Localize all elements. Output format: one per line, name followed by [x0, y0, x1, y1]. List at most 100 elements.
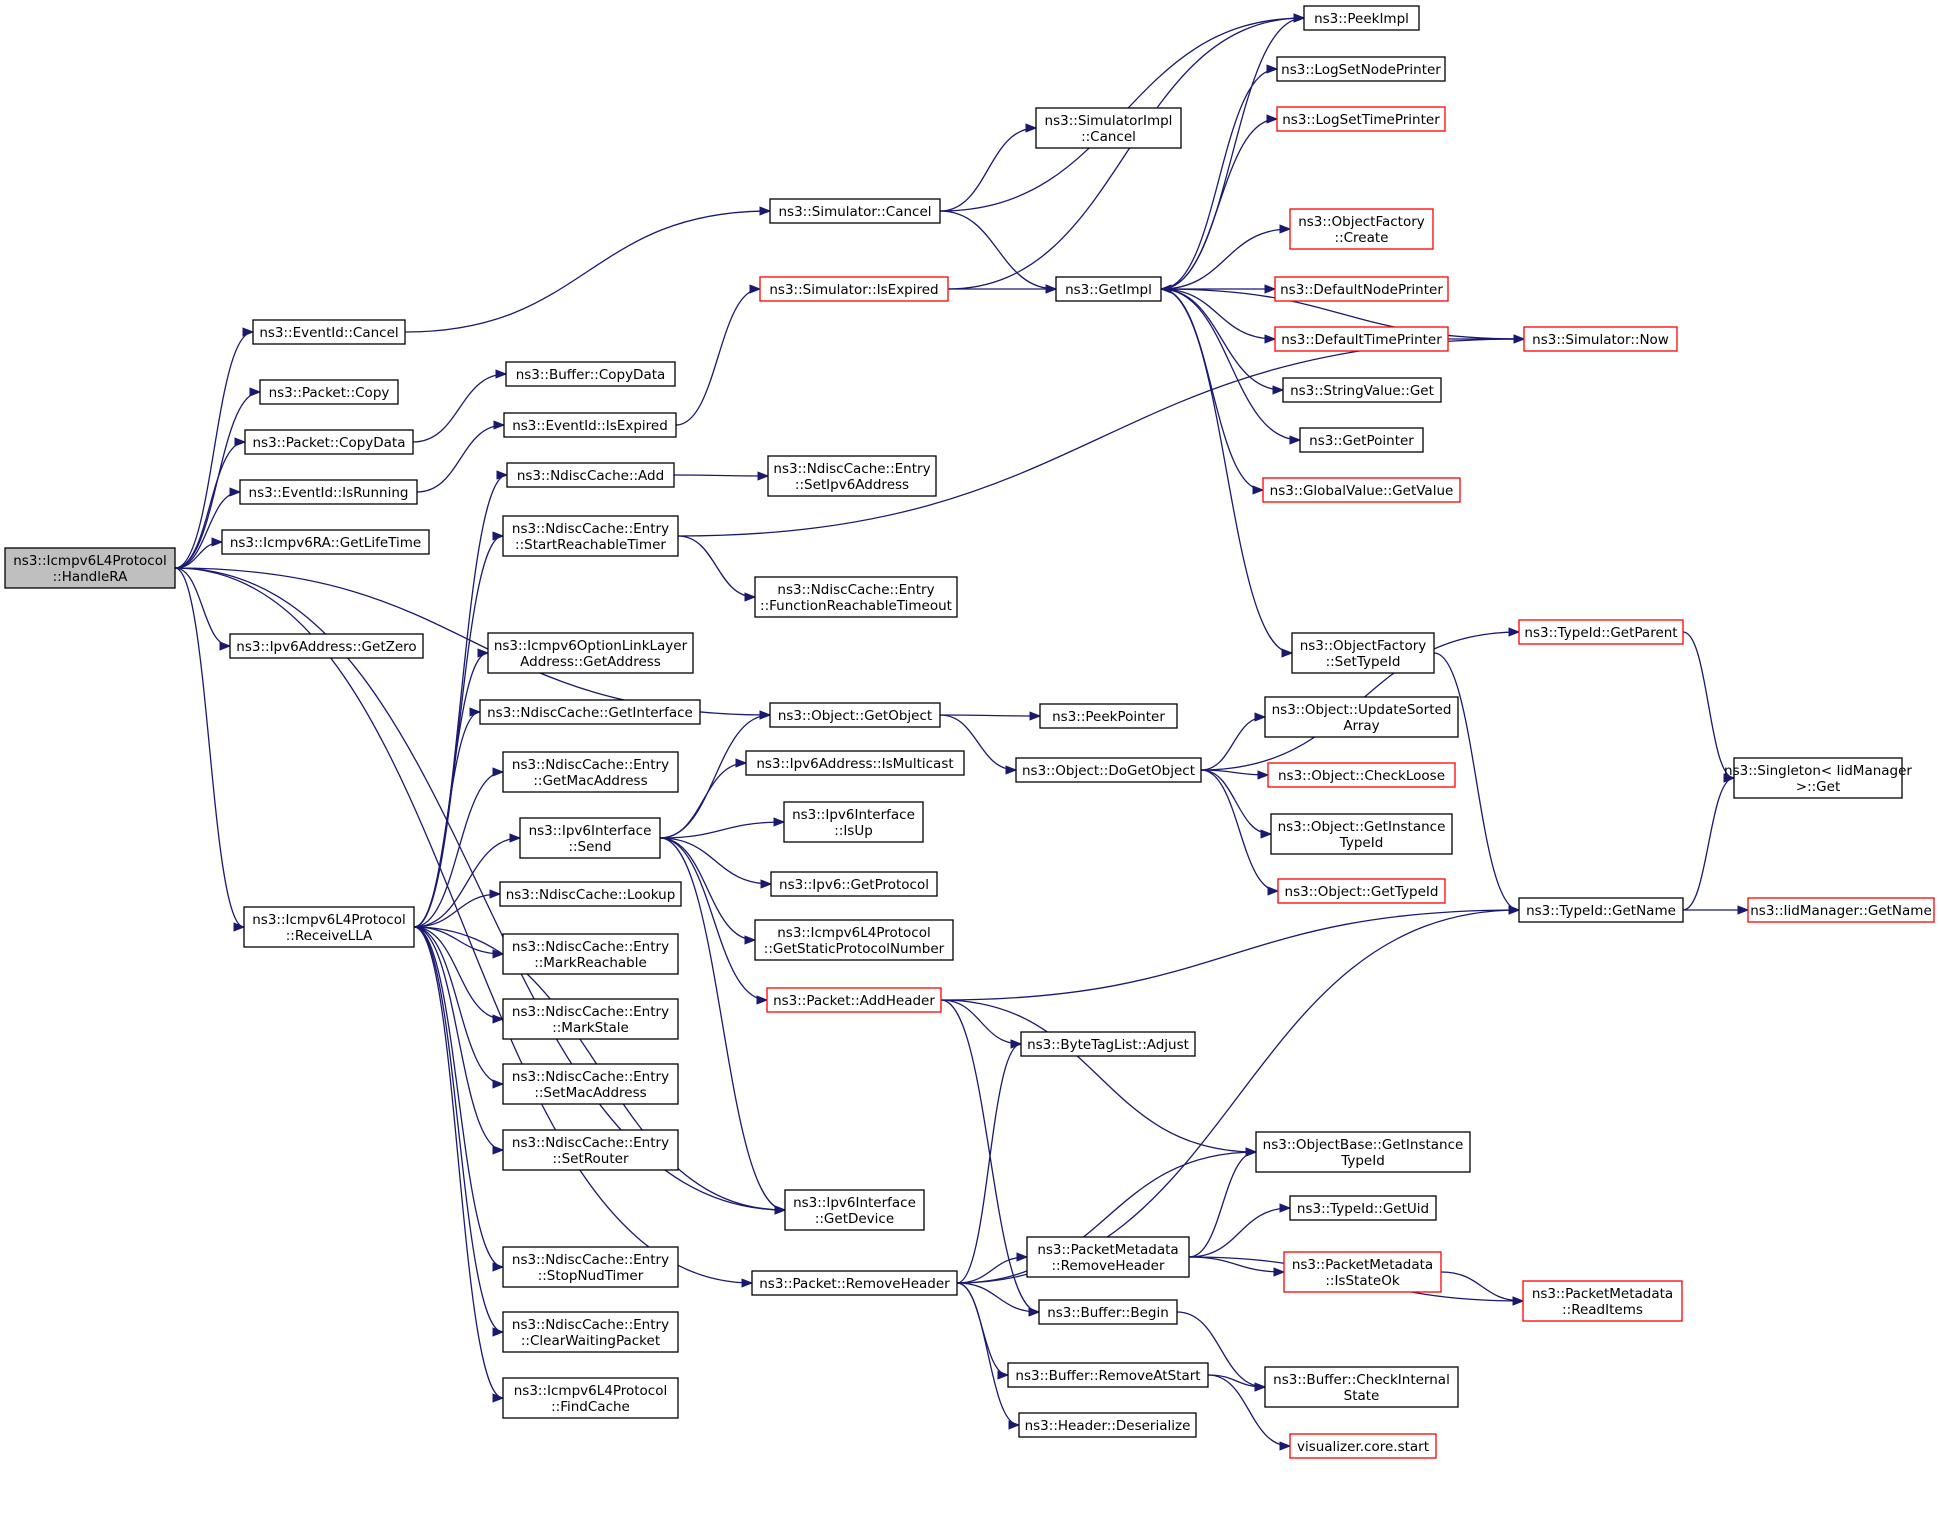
node-box: [252, 319, 406, 345]
node-object-checkloose[interactable]: ns3::Object::CheckLoose: [1267, 762, 1456, 788]
node-objectfactory-settypeid[interactable]: ns3::ObjectFactory::SetTypeId: [1291, 632, 1435, 674]
node-label: ns3::EventId::IsExpired: [512, 418, 668, 434]
node-visualizer-core-start[interactable]: visualizer.core.start: [1289, 1433, 1437, 1459]
node-entry-stopnudtimer[interactable]: ns3::NdiscCache::Entry::StopNudTimer: [502, 1246, 679, 1288]
node-simulator-now[interactable]: ns3::Simulator::Now: [1523, 326, 1678, 352]
node-simulator-cancel[interactable]: ns3::Simulator::Cancel: [769, 198, 941, 224]
node-objectfactory-create[interactable]: ns3::ObjectFactory::Create: [1289, 208, 1434, 250]
node-label: ns3::TypeId::GetName: [1526, 903, 1676, 919]
node-box: [1264, 1366, 1459, 1408]
node-ipv6address-getzero[interactable]: ns3::Ipv6Address::GetZero: [229, 633, 424, 659]
node-ipv6interface-getdevice[interactable]: ns3::Ipv6Interface::GetDevice: [784, 1189, 925, 1231]
node-label: >::Get: [1796, 779, 1840, 795]
node-box: [502, 1311, 679, 1353]
node-packet-copydata[interactable]: ns3::Packet::CopyData: [244, 429, 414, 455]
node-label: ns3::StringValue::Get: [1290, 383, 1434, 399]
node-box: [1276, 106, 1446, 132]
call-edge-receivella-to-entry_stopnudtimer: [413, 926, 505, 1272]
node-entry-clearwaitingpacket[interactable]: ns3::NdiscCache::Entry::ClearWaitingPack…: [502, 1311, 679, 1353]
node-receivella[interactable]: ns3::Icmpv6L4Protocol::ReceiveLLA: [243, 906, 415, 948]
node-ndisccache-add[interactable]: ns3::NdiscCache::Add: [506, 462, 675, 488]
node-object-gettypeid[interactable]: ns3::Object::GetTypeId: [1277, 878, 1446, 904]
node-object-dogetobject[interactable]: ns3::Object::DoGetObject: [1015, 757, 1202, 783]
node-label: ns3::Simulator::IsExpired: [769, 282, 938, 298]
node-label: ::SetRouter: [552, 1151, 628, 1167]
node-ndisccache-getinterface[interactable]: ns3::NdiscCache::GetInterface: [479, 699, 701, 725]
node-box: [502, 1246, 679, 1288]
node-entry-setmacaddress[interactable]: ns3::NdiscCache::Entry::SetMacAddress: [502, 1063, 679, 1105]
node-typeid-getuid[interactable]: ns3::TypeId::GetUid: [1289, 1195, 1437, 1221]
node-label: ns3::Buffer::CheckInternal: [1273, 1372, 1450, 1388]
node-logsettimeprinter[interactable]: ns3::LogSetTimePrinter: [1276, 106, 1446, 132]
node-buffer-copydata[interactable]: ns3::Buffer::CopyData: [505, 361, 676, 387]
node-label: ::SetMacAddress: [534, 1085, 646, 1101]
node-logsetnodeprinter[interactable]: ns3::LogSetNodePrinter: [1276, 56, 1446, 82]
node-packetmetadata-removeheader[interactable]: ns3::PacketMetadata::RemoveHeader: [1026, 1236, 1190, 1278]
node-object-getobject[interactable]: ns3::Object::GetObject: [769, 702, 941, 728]
node-header-deserialize[interactable]: ns3::Header::Deserialize: [1018, 1412, 1197, 1438]
node-packet-copy[interactable]: ns3::Packet::Copy: [259, 379, 399, 405]
node-defaultnodeprinter[interactable]: ns3::DefaultNodePrinter: [1274, 276, 1449, 302]
node-peekimpl[interactable]: ns3::PeekImpl: [1303, 5, 1420, 31]
node-entry-setipv6address[interactable]: ns3::NdiscCache::Entry::SetIpv6Address: [767, 455, 937, 497]
node-entry-functionreachabletimeout[interactable]: ns3::NdiscCache::Entry::FunctionReachabl…: [754, 576, 958, 618]
node-ipv6-getprotocol[interactable]: ns3::Ipv6::GetProtocol: [770, 871, 938, 897]
node-label: TypeId: [1340, 1153, 1385, 1169]
node-getimpl[interactable]: ns3::GetImpl: [1055, 276, 1162, 302]
node-entry-markstale[interactable]: ns3::NdiscCache::Entry::MarkStale: [502, 998, 679, 1040]
node-buffer-begin[interactable]: ns3::Buffer::Begin: [1038, 1299, 1178, 1325]
node-box: [1518, 619, 1684, 645]
node-handlera[interactable]: ns3::Icmpv6L4Protocol::HandleRA: [4, 547, 176, 589]
node-getstaticprotocolnumber[interactable]: ns3::Icmpv6L4Protocol::GetStaticProtocol…: [754, 919, 954, 961]
node-singleton-iidmanager-get[interactable]: ns3::Singleton< IidManager>::Get: [1724, 757, 1912, 799]
node-entry-setrouter[interactable]: ns3::NdiscCache::Entry::SetRouter: [502, 1129, 679, 1171]
call-edge-packet_addheader-to-typeid_getname: [940, 905, 1521, 1001]
node-eventid-isrunning[interactable]: ns3::EventId::IsRunning: [239, 479, 418, 505]
node-box: [505, 361, 676, 387]
node-ipv6address-ismulticast[interactable]: ns3::Ipv6Address::IsMulticast: [745, 750, 965, 776]
node-ndisccache-lookup[interactable]: ns3::NdiscCache::Lookup: [499, 881, 682, 907]
node-buffer-removeatstart[interactable]: ns3::Buffer::RemoveAtStart: [1007, 1362, 1209, 1388]
call-edge-packetmetadata_isstateok-to-packetmetadata_readitems: [1440, 1271, 1525, 1306]
node-findcache[interactable]: ns3::Icmpv6L4Protocol::FindCache: [502, 1377, 679, 1419]
node-packetmetadata-isstateok[interactable]: ns3::PacketMetadata::IsStateOk: [1283, 1251, 1442, 1293]
node-ipv6interface-send[interactable]: ns3::Ipv6Interface::Send: [519, 817, 661, 859]
node-packet-removeheader[interactable]: ns3::Packet::RemoveHeader: [751, 1270, 958, 1296]
node-globalvalue-getvalue[interactable]: ns3::GlobalValue::GetValue: [1262, 477, 1461, 503]
call-edge-receivella-to-entry_clearwaitingpacket: [413, 926, 505, 1337]
node-eventid-cancel[interactable]: ns3::EventId::Cancel: [252, 319, 406, 345]
node-label: ns3::ObjectFactory: [1300, 638, 1427, 654]
node-entry-startreachabletimer[interactable]: ns3::NdiscCache::Entry::StartReachableTi…: [502, 515, 679, 557]
node-ipv6interface-isup[interactable]: ns3::Ipv6Interface::IsUp: [783, 801, 924, 843]
node-label: ns3::NdiscCache::GetInterface: [487, 705, 693, 721]
node-entry-getmacaddress[interactable]: ns3::NdiscCache::Entry::GetMacAddress: [502, 751, 679, 793]
node-simulatorimpl-cancel[interactable]: ns3::SimulatorImpl::Cancel: [1035, 107, 1182, 149]
node-packetmetadata-readitems[interactable]: ns3::PacketMetadata::ReadItems: [1522, 1280, 1683, 1322]
node-label: ::ReadItems: [1562, 1302, 1643, 1318]
node-label: ::RemoveHeader: [1051, 1258, 1164, 1274]
node-bytetaglist-adjust[interactable]: ns3::ByteTagList::Adjust: [1020, 1031, 1196, 1057]
node-defaulttimeprinter[interactable]: ns3::DefaultTimePrinter: [1274, 326, 1449, 352]
node-box: [769, 198, 941, 224]
node-iidmanager-getname[interactable]: ns3::IidManager::GetName: [1747, 897, 1935, 923]
node-label: ns3::Object::UpdateSorted: [1272, 702, 1452, 718]
node-box: [1733, 757, 1903, 799]
node-stringvalue-get[interactable]: ns3::StringValue::Get: [1282, 377, 1442, 403]
node-label: ns3::NdiscCache::Entry: [512, 1317, 669, 1333]
node-box: [1264, 696, 1459, 738]
node-eventid-isexpired[interactable]: ns3::EventId::IsExpired: [503, 412, 677, 438]
node-getpointer[interactable]: ns3::GetPointer: [1299, 427, 1424, 453]
node-packet-addheader[interactable]: ns3::Packet::AddHeader: [766, 987, 942, 1013]
node-simulator-isexpired[interactable]: ns3::Simulator::IsExpired: [759, 276, 949, 302]
node-icmpv6ra-getlifetime[interactable]: ns3::Icmpv6RA::GetLifeTime: [221, 529, 430, 555]
node-peekpointer[interactable]: ns3::PeekPointer: [1039, 703, 1178, 729]
call-edge-handlera-to-ipv6interface_getdevice: [174, 567, 787, 1215]
node-entry-markreachable[interactable]: ns3::NdiscCache::Entry::MarkReachable: [502, 933, 679, 975]
node-typeid-getparent[interactable]: ns3::TypeId::GetParent: [1518, 619, 1684, 645]
node-optionlinklayer-getaddress[interactable]: ns3::Icmpv6OptionLinkLayerAddress::GetAd…: [487, 632, 694, 674]
node-typeid-getname[interactable]: ns3::TypeId::GetName: [1518, 897, 1684, 923]
